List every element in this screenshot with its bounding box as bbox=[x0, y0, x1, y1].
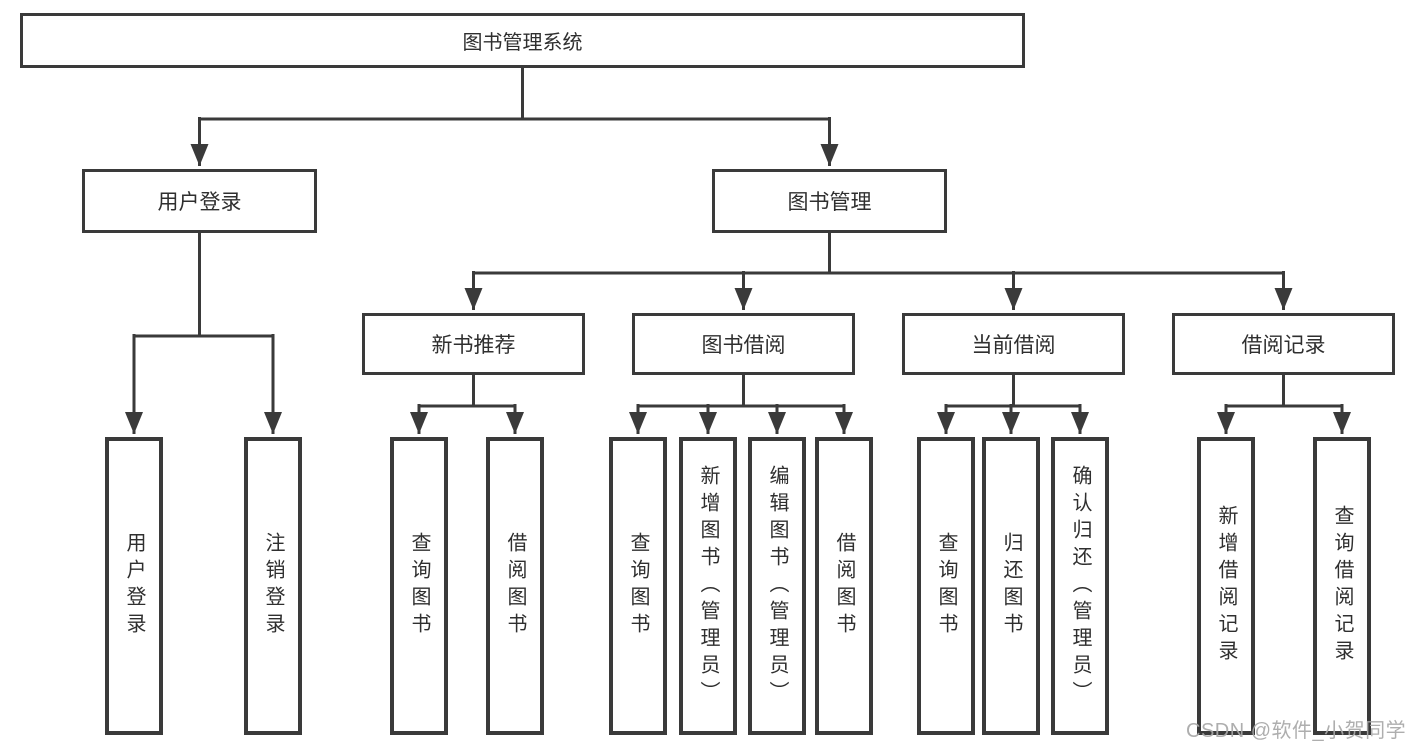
leaf-return-book: 归还图书 bbox=[982, 437, 1040, 735]
leaf-add-borrow-record-label: 新增借阅记录 bbox=[1215, 505, 1237, 667]
node-new-book-recommend: 新书推荐 bbox=[362, 313, 585, 375]
node-library-system-label: 图书管理系统 bbox=[462, 32, 583, 54]
leaf-logout: 注销登录 bbox=[244, 437, 302, 735]
leaf-return-book-label: 归还图书 bbox=[1000, 532, 1022, 640]
node-library-system: 图书管理系统 bbox=[20, 13, 1025, 68]
leaf-recommend-borrow-books: 借阅图书 bbox=[486, 437, 544, 735]
leaf-borrow-books-label: 借阅图书 bbox=[833, 532, 855, 640]
node-user-login: 用户登录 bbox=[82, 169, 317, 233]
node-book-management-label: 图书管理 bbox=[787, 191, 872, 214]
leaf-query-borrow-record-label: 查询借阅记录 bbox=[1331, 505, 1353, 667]
leaf-user-login: 用户登录 bbox=[105, 437, 163, 735]
leaf-add-borrow-record: 新增借阅记录 bbox=[1197, 437, 1255, 735]
leaf-logout-label: 注销登录 bbox=[262, 532, 284, 640]
node-book-borrowing-label: 图书借阅 bbox=[701, 334, 786, 357]
watermark: CSDN @软件_小贺同学 bbox=[1186, 720, 1405, 742]
node-current-borrowing-label: 当前借阅 bbox=[971, 334, 1056, 357]
leaf-user-login-label: 用户登录 bbox=[123, 532, 145, 640]
leaf-add-book-admin: 新增图书（管理员） bbox=[679, 437, 737, 735]
node-current-borrowing: 当前借阅 bbox=[902, 313, 1125, 375]
leaf-add-book-admin-label: 新增图书（管理员） bbox=[697, 464, 719, 708]
leaf-edit-book-admin-label: 编辑图书（管理员） bbox=[766, 464, 788, 708]
leaf-edit-book-admin: 编辑图书（管理员） bbox=[748, 437, 806, 735]
leaf-query-borrow-record: 查询借阅记录 bbox=[1313, 437, 1371, 735]
node-borrowing-records-label: 借阅记录 bbox=[1241, 334, 1326, 357]
leaf-recommend-query-books-label: 查询图书 bbox=[408, 532, 430, 640]
leaf-recommend-query-books: 查询图书 bbox=[390, 437, 448, 735]
leaf-borrow-books: 借阅图书 bbox=[815, 437, 873, 735]
node-new-book-recommend-label: 新书推荐 bbox=[431, 334, 516, 357]
node-borrowing-records: 借阅记录 bbox=[1172, 313, 1395, 375]
leaf-confirm-return-admin: 确认归还（管理员） bbox=[1051, 437, 1109, 735]
leaf-confirm-return-admin-label: 确认归还（管理员） bbox=[1069, 464, 1091, 708]
node-book-borrowing: 图书借阅 bbox=[632, 313, 855, 375]
leaf-current-query-books-label: 查询图书 bbox=[935, 532, 957, 640]
leaf-current-query-books: 查询图书 bbox=[917, 437, 975, 735]
node-user-login-label: 用户登录 bbox=[157, 191, 242, 214]
leaf-borrow-query-books-label: 查询图书 bbox=[627, 532, 649, 640]
node-book-management: 图书管理 bbox=[712, 169, 947, 233]
leaf-recommend-borrow-books-label: 借阅图书 bbox=[504, 532, 526, 640]
leaf-borrow-query-books: 查询图书 bbox=[609, 437, 667, 735]
